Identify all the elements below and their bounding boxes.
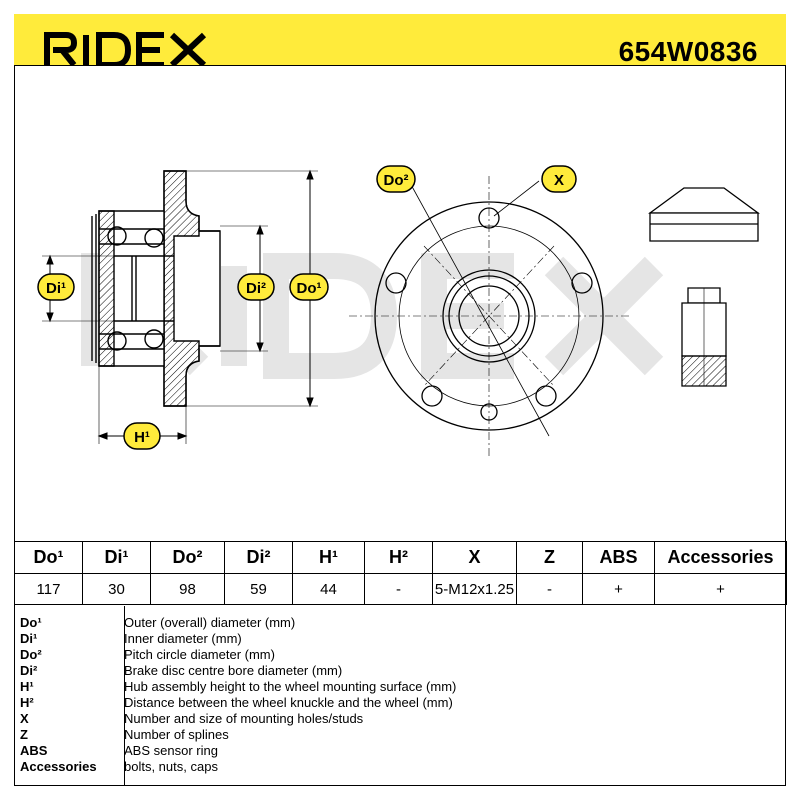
- part-number: 654W0836: [618, 36, 758, 67]
- legend-key: ABS: [20, 743, 48, 758]
- spec-value-cell: 30: [82, 573, 151, 605]
- spec-header-cell: ABS: [582, 541, 655, 574]
- svg-text:Di¹: Di¹: [46, 280, 66, 297]
- svg-text:Do¹: Do¹: [297, 280, 322, 297]
- legend-key: X: [20, 711, 29, 726]
- ridex-logo: [44, 32, 207, 66]
- spec-header-cell: Di¹: [82, 541, 151, 574]
- legend-desc: bolts, nuts, caps: [124, 759, 218, 774]
- label-do1: Do¹: [289, 273, 329, 301]
- spec-value-cell: +: [654, 573, 787, 605]
- spec-header-cell: X: [432, 541, 517, 574]
- legend-key: Do¹: [20, 615, 42, 630]
- legend-divider: [124, 606, 125, 786]
- spec-value-cell: -: [364, 573, 433, 605]
- spec-value-cell: +: [582, 573, 655, 605]
- hub-cap-drawing: [648, 187, 760, 242]
- legend-desc: Hub assembly height to the wheel mountin…: [124, 679, 457, 694]
- svg-text:H¹: H¹: [134, 429, 150, 446]
- spec-value-cell: 59: [224, 573, 293, 605]
- spec-header-cell: Z: [516, 541, 583, 574]
- spec-value-cell: 98: [150, 573, 225, 605]
- svg-text:Do²: Do²: [384, 172, 409, 189]
- technical-drawing: Di¹ Di² Do¹ H¹ Do² X: [37, 165, 760, 456]
- legend-key: H²: [20, 695, 34, 710]
- spec-header-cell: H²: [364, 541, 433, 574]
- spec-value-cell: 117: [14, 573, 83, 605]
- spec-header-cell: Do¹: [14, 541, 83, 574]
- spec-header-cell: H¹: [292, 541, 365, 574]
- hub-section-view: [91, 170, 221, 407]
- spec-value-cell: 44: [292, 573, 365, 605]
- label-do2: Do²: [376, 165, 416, 193]
- legend-key: Z: [20, 727, 28, 742]
- spec-header-cell: Do²: [150, 541, 225, 574]
- legend: Do¹ Outer (overall) diameter (mm) Di¹ Inne…: [14, 606, 786, 786]
- legend-desc: Brake disc centre bore diameter (mm): [124, 663, 343, 678]
- label-h1: H¹: [123, 422, 161, 450]
- svg-text:Di²: Di²: [246, 280, 266, 297]
- legend-desc: Number and size of mounting holes/studs: [124, 711, 364, 726]
- spec-header-cell: Di²: [224, 541, 293, 574]
- label-di2: Di²: [237, 273, 275, 301]
- spec-value-cell: -: [516, 573, 583, 605]
- legend-key: Di²: [20, 663, 38, 678]
- label-x: X: [541, 165, 577, 193]
- spec-header-cell: Accessories: [654, 541, 787, 574]
- spec-table: Do¹ Di¹ Do² Di² H¹ H² X Z ABS Accessorie…: [14, 541, 787, 605]
- label-di1: Di¹: [37, 273, 75, 301]
- legend-desc: Pitch circle diameter (mm): [124, 647, 275, 662]
- hub-front-view: [349, 176, 629, 456]
- legend-key: Do²: [20, 647, 42, 662]
- spec-header-row: Do¹ Di¹ Do² Di² H¹ H² X Z ABS Accessorie…: [14, 541, 787, 574]
- spec-value-row: 117 30 98 59 44 - 5-M12x1.25 - + +: [14, 573, 787, 605]
- legend-key: H¹: [20, 679, 34, 694]
- legend-desc: Outer (overall) diameter (mm): [124, 615, 296, 630]
- legend-desc: Inner diameter (mm): [124, 631, 242, 646]
- legend-key: Accessories: [20, 759, 97, 774]
- legend-key: Di¹: [20, 631, 38, 646]
- svg-text:X: X: [554, 172, 564, 189]
- spec-value-cell: 5-M12x1.25: [432, 573, 517, 605]
- header-bar: 654W0836: [14, 14, 786, 67]
- legend-desc: Number of splines: [124, 727, 229, 742]
- legend-desc: ABS sensor ring: [124, 743, 218, 758]
- legend-desc: Distance between the wheel knuckle and t…: [124, 695, 453, 710]
- hub-nut-drawing: [681, 287, 727, 387]
